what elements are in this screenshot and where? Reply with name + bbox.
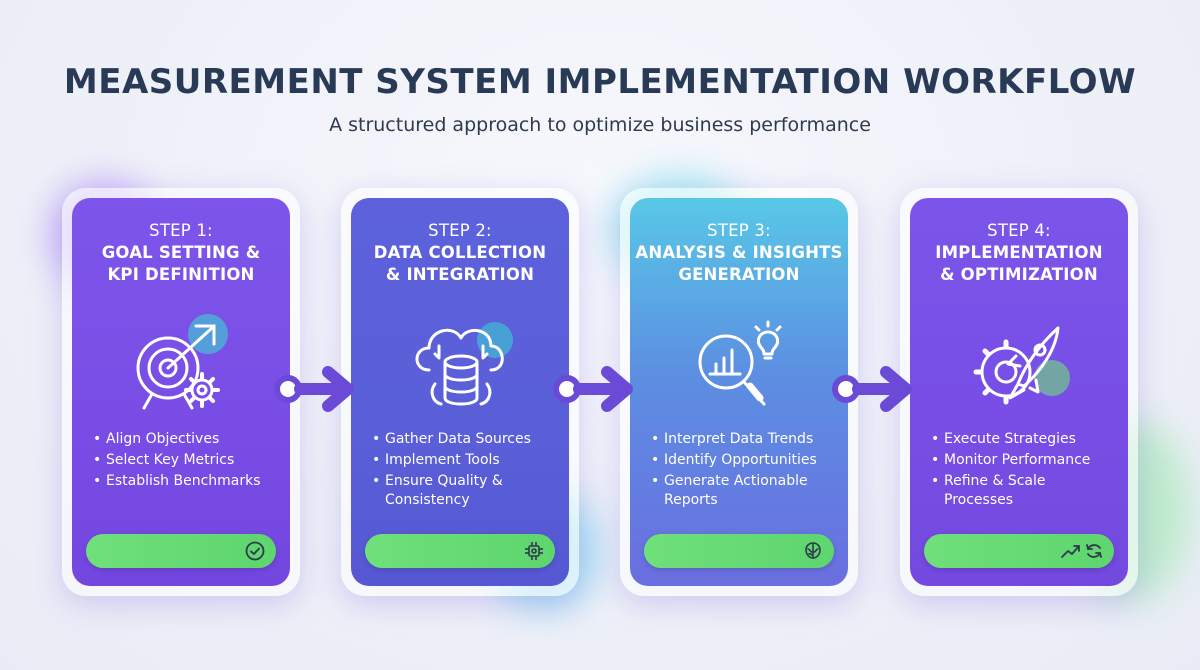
- connector-arrow-2-3: [551, 364, 645, 414]
- step-card-2: STEP 2: DATA COLLECTION & INTEGRATION Ga…: [351, 198, 569, 586]
- step-1-label: STEP 1:: [149, 221, 213, 240]
- bullet-text-cont: Processes: [944, 492, 1014, 508]
- step-1-name-line1: GOAL SETTING &: [101, 243, 261, 262]
- list-item: Gather Data Sources: [369, 430, 559, 449]
- list-item: Identify Opportunities: [648, 451, 838, 470]
- step-3-heading: STEP 3: ANALYSIS & INSIGHTS GENERATION: [630, 220, 848, 286]
- step-3-label: STEP 3:: [707, 221, 771, 240]
- step-2-heading: STEP 2: DATA COLLECTION & INTEGRATION: [351, 220, 569, 286]
- list-item: Monitor Performance: [928, 451, 1118, 470]
- list-item: Execute Strategies: [928, 430, 1118, 449]
- connector-arrow-1-2: [272, 364, 366, 414]
- connector-arrow-3-4: [830, 364, 924, 414]
- step-3-status-bar[interactable]: [644, 534, 834, 568]
- magnifier-chart-lightbulb-icon: [680, 306, 800, 426]
- list-item: Implement Tools: [369, 451, 559, 470]
- step-1-bullets: Align Objectives Select Key Metrics Esta…: [90, 430, 280, 493]
- list-item: Interpret Data Trends: [648, 430, 838, 449]
- step-3-name-line2: GENERATION: [678, 265, 800, 284]
- step-2-name-line1: DATA COLLECTION: [373, 243, 547, 262]
- step-3-bullets: Interpret Data Trends Identify Opportuni…: [648, 430, 838, 512]
- step-card-3: STEP 3: ANALYSIS & INSIGHTS GENERATION I…: [630, 198, 848, 586]
- trend-refresh-icon: [1060, 540, 1106, 562]
- step-4-bullets: Execute Strategies Monitor Performance R…: [928, 430, 1118, 512]
- step-4-name-line1: IMPLEMENTATION: [935, 243, 1103, 262]
- brain-icon: [802, 540, 824, 562]
- gear-rocket-icon: [960, 306, 1080, 426]
- bullet-text-cont: Reports: [664, 492, 718, 508]
- bullet-text: Generate Actionable: [664, 473, 808, 489]
- list-item: Align Objectives: [90, 430, 280, 449]
- bullet-text: Refine & Scale: [944, 473, 1046, 489]
- list-item: Establish Benchmarks: [90, 472, 280, 491]
- step-2-status-bar[interactable]: [365, 534, 555, 568]
- step-2-name-line2: & INTEGRATION: [385, 265, 535, 284]
- step-2-label: STEP 2:: [428, 221, 492, 240]
- step-1-name-line2: KPI DEFINITION: [107, 265, 255, 284]
- target-arrow-gear-icon: [122, 306, 242, 426]
- bullet-text: Ensure Quality &: [385, 473, 503, 489]
- step-2-bullets: Gather Data Sources Implement Tools Ensu…: [369, 430, 559, 512]
- step-4-name-line2: & OPTIMIZATION: [940, 265, 1098, 284]
- step-4-label: STEP 4:: [987, 221, 1051, 240]
- page-subtitle: A structured approach to optimize busine…: [329, 114, 871, 136]
- list-item: Ensure Quality & Consistency: [369, 472, 559, 510]
- step-4-heading: STEP 4: IMPLEMENTATION & OPTIMIZATION: [910, 220, 1128, 286]
- step-card-4: STEP 4: IMPLEMENTATION & OPTIMIZATION Ex…: [910, 198, 1128, 586]
- step-3-name-line1: ANALYSIS & INSIGHTS: [635, 243, 843, 262]
- page-title: MEASUREMENT SYSTEM IMPLEMENTATION WORKFL…: [63, 62, 1137, 102]
- cloud-database-icon: [401, 306, 521, 426]
- step-4-status-bar[interactable]: [924, 534, 1114, 568]
- chip-icon: [523, 540, 545, 562]
- step-1-heading: STEP 1: GOAL SETTING & KPI DEFINITION: [72, 220, 290, 286]
- bullet-text-cont: Consistency: [385, 492, 470, 508]
- list-item: Select Key Metrics: [90, 451, 280, 470]
- step-card-1: STEP 1: GOAL SETTING & KPI DEFINITION: [72, 198, 290, 586]
- step-1-status-bar[interactable]: [86, 534, 276, 568]
- check-circle-icon: [244, 540, 266, 562]
